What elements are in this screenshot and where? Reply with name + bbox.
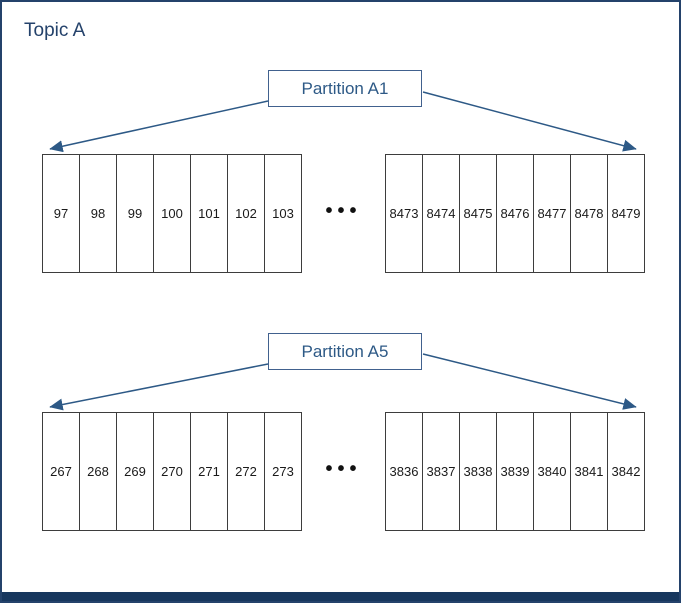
topic-title: Topic A [24,20,86,41]
partition-a1-left-group: 97 98 99 100 101 102 103 [42,154,302,273]
partition-cell: 99 [116,154,154,273]
arrow-a1-left [49,100,269,153]
partition-cell: 3836 [384,412,423,531]
partition-a5-row: 267 268 269 270 271 272 273 ••• 3836 383… [42,412,645,531]
partition-a5-label: Partition A5 [268,333,422,370]
partition-cell: 97 [42,154,80,273]
partition-a1-label: Partition A1 [268,70,422,107]
ellipsis: ••• [325,458,362,480]
partition-cell: 3837 [421,412,460,531]
arrow-a5-left [49,363,269,411]
partition-cell: 8479 [606,154,645,273]
partition-cell: 269 [116,412,154,531]
arrow-a1-right [422,91,637,152]
ellipsis: ••• [325,200,362,222]
partition-cell: 270 [153,412,191,531]
partition-cell: 3840 [532,412,571,531]
partition-cell: 8474 [421,154,460,273]
partition-cell: 3838 [458,412,497,531]
partition-cell: 100 [153,154,191,273]
partition-cell: 8473 [384,154,423,273]
partition-cell: 272 [227,412,265,531]
partition-cell: 3841 [569,412,608,531]
partition-cell: 103 [264,154,302,273]
partition-cell: 98 [79,154,117,273]
partition-cell: 3842 [606,412,645,531]
partition-a1-right-group: 8473 8474 8475 8476 8477 8478 8479 [384,154,645,273]
partition-cell: 102 [227,154,265,273]
partition-cell: 3839 [495,412,534,531]
partition-a5-left-group: 267 268 269 270 271 272 273 [42,412,302,531]
partition-cell: 8476 [495,154,534,273]
partition-a5-right-group: 3836 3837 3838 3839 3840 3841 3842 [384,412,645,531]
partition-cell: 271 [190,412,228,531]
partition-cell: 8477 [532,154,571,273]
partition-cell: 8475 [458,154,497,273]
partition-cell: 8478 [569,154,608,273]
bottom-accent-bar [2,592,679,601]
arrow-a5-right [422,353,637,410]
partition-a1-row: 97 98 99 100 101 102 103 ••• 8473 8474 8… [42,154,645,273]
partition-cell: 268 [79,412,117,531]
partition-cell: 273 [264,412,302,531]
partition-cell: 267 [42,412,80,531]
partition-cell: 101 [190,154,228,273]
